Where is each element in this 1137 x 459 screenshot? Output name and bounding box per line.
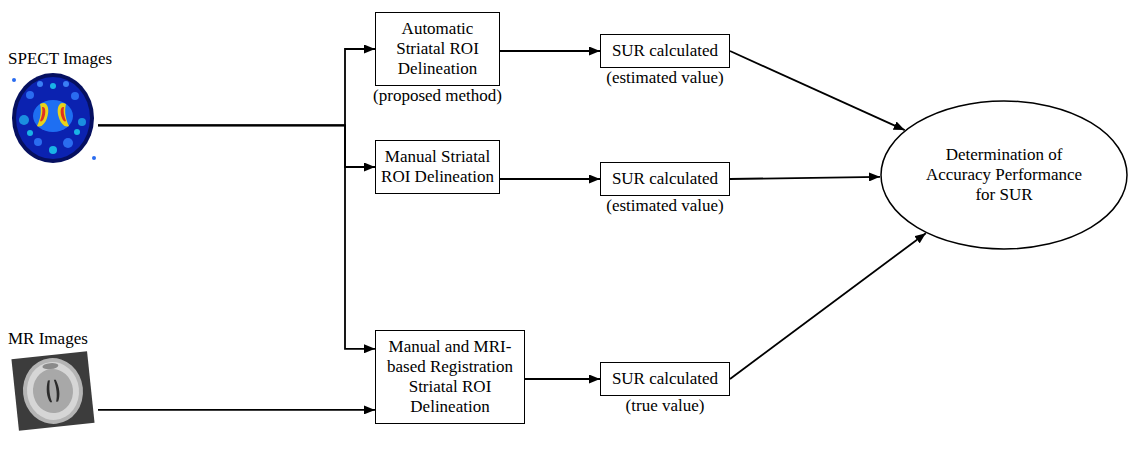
box-text: SUR calculated [606, 369, 724, 389]
flow-arrow [500, 50, 600, 52]
box-note: (true value) [626, 396, 705, 416]
mr-image [11, 351, 94, 431]
image-label: MR Images [8, 329, 88, 349]
process-box: SUR calculated(estimated value) [600, 162, 730, 196]
process-box: Manual and MRI- based Registration Stria… [375, 330, 525, 424]
process-box: SUR calculated(true value) [600, 362, 730, 396]
image-label: SPECT Images [8, 49, 112, 69]
flow-arrow [98, 125, 375, 167]
process-box: Manual Striatal ROI Delineation [375, 140, 500, 194]
image-panel: SPECT Images [8, 72, 98, 164]
box-note: (proposed method) [373, 86, 502, 106]
result-ellipse: Determination of Accuracy Performance fo… [880, 100, 1128, 250]
box-text: Manual and MRI- based Registration Stria… [381, 337, 519, 417]
box-text: Automatic Striatal ROI Delineation [381, 19, 494, 79]
flow-arrow [730, 51, 905, 130]
flow-arrow [730, 233, 926, 379]
process-box: Automatic Striatal ROI Delineation(propo… [375, 12, 500, 86]
box-text: SUR calculated [606, 169, 724, 189]
process-box: SUR calculated(estimated value) [600, 34, 730, 68]
spect-image [8, 72, 98, 164]
flow-arrow [500, 178, 600, 180]
flow-arrow [525, 378, 600, 380]
image-panel: MR Images [8, 352, 98, 430]
box-text: SUR calculated [606, 41, 724, 61]
flow-arrow [98, 409, 375, 411]
box-text: Manual Striatal ROI Delineation [381, 147, 494, 187]
flow-arrow [730, 177, 880, 179]
box-note: (estimated value) [606, 68, 724, 88]
ellipse-text: Determination of Accuracy Performance fo… [914, 145, 1094, 205]
flow-arrow [98, 125, 375, 348]
box-note: (estimated value) [606, 196, 724, 216]
flow-arrow [98, 49, 375, 125]
